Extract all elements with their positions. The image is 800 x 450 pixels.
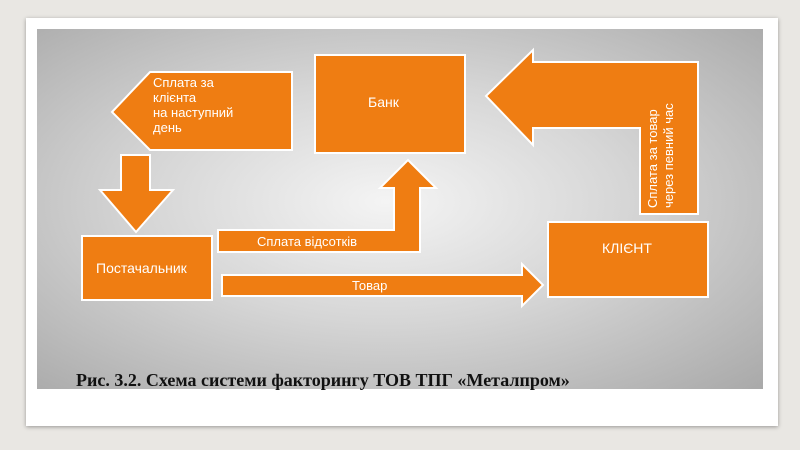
pay-for-client-arrow	[110, 71, 293, 151]
bank-box	[314, 54, 466, 154]
client-box	[547, 221, 709, 298]
supplier-label: Постачальник	[96, 260, 187, 276]
down-arrow-to-supplier	[97, 154, 176, 234]
supplier-box	[81, 235, 213, 301]
pay-interest-label: Сплата відсотків	[257, 234, 358, 249]
pay-for-client-label: Сплата за клієнта на наступний день	[153, 75, 234, 135]
bank-label: Банк	[368, 94, 399, 110]
pay-for-goods-arrow	[484, 47, 699, 215]
figure-caption: Рис. 3.2. Схема системи факторингу ТОВ Т…	[76, 370, 570, 390]
goods-arrow	[221, 261, 545, 309]
pay-for-goods-label: Сплата за товар через певний час	[645, 103, 676, 208]
client-label: КЛІЄНТ	[602, 240, 652, 256]
pay-interest-arrow	[217, 158, 439, 253]
goods-label: Товар	[352, 278, 388, 293]
